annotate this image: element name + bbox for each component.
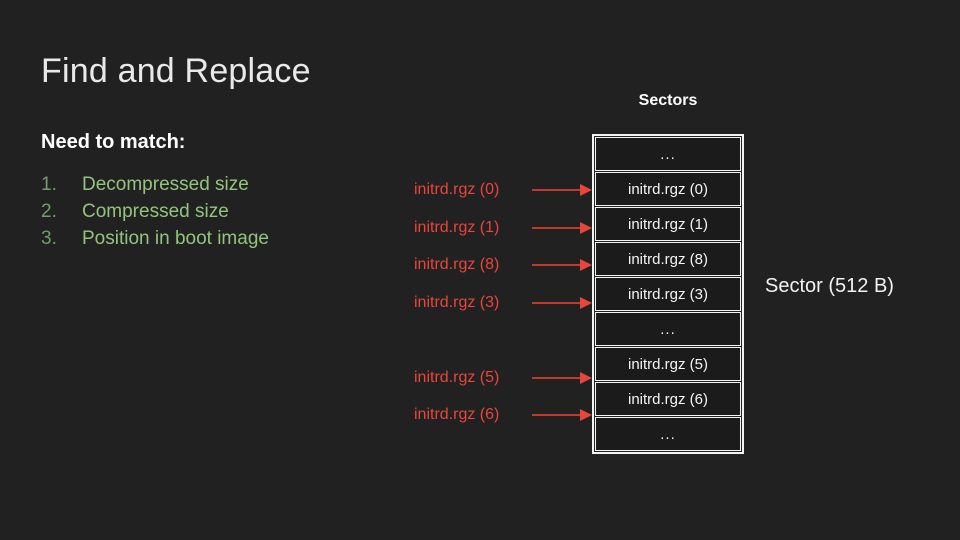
arrow-right-icon: [530, 409, 592, 421]
sector-row: initrd.rgz (5): [595, 347, 741, 381]
sector-row: initrd.rgz (6): [595, 382, 741, 416]
sector-row: initrd.rgz (0): [595, 172, 741, 206]
callout-label: initrd.rgz (8): [414, 256, 500, 273]
sector-row: ...: [595, 417, 741, 451]
callout-initrd-8: initrd.rgz (8): [414, 248, 592, 282]
list-item: 1. Decompressed size: [41, 174, 371, 201]
arrow-right-icon: [530, 259, 592, 271]
list-item-number: 1.: [41, 174, 57, 195]
callout-label: initrd.rgz (6): [414, 406, 500, 423]
sector-row: initrd.rgz (8): [595, 242, 741, 276]
list-item-number: 3.: [41, 228, 57, 249]
sector-table: ... initrd.rgz (0) initrd.rgz (1) initrd…: [592, 134, 744, 454]
list-item: 3. Position in boot image: [41, 228, 371, 255]
match-requirements-list: 1. Decompressed size 2. Compressed size …: [41, 174, 371, 255]
callout-initrd-3: initrd.rgz (3): [414, 286, 592, 320]
callout-label: initrd.rgz (1): [414, 219, 500, 236]
sector-size-note: Sector (512 B): [765, 275, 894, 297]
arrow-right-icon: [530, 372, 592, 384]
arrow-right-icon: [530, 297, 592, 309]
callout-initrd-5: initrd.rgz (5): [414, 361, 592, 395]
callout-label: initrd.rgz (0): [414, 181, 500, 198]
callout-initrd-1: initrd.rgz (1): [414, 211, 592, 245]
subheading: Need to match:: [41, 131, 186, 153]
arrow-right-icon: [530, 222, 592, 234]
callout-initrd-6: initrd.rgz (6): [414, 398, 592, 432]
list-item-number: 2.: [41, 201, 57, 222]
list-item: 2. Compressed size: [41, 201, 371, 228]
sector-row: initrd.rgz (3): [595, 277, 741, 311]
callout-label: initrd.rgz (5): [414, 369, 500, 386]
sector-row: ...: [595, 137, 741, 171]
list-item-label: Compressed size: [82, 201, 229, 222]
sector-row: ...: [595, 312, 741, 346]
callout-initrd-0: initrd.rgz (0): [414, 173, 592, 207]
callout-label: initrd.rgz (3): [414, 294, 500, 311]
sectors-column-title: Sectors: [638, 92, 698, 109]
sector-row: initrd.rgz (1): [595, 207, 741, 241]
list-item-label: Decompressed size: [82, 174, 249, 195]
page-title: Find and Replace: [41, 52, 311, 90]
arrow-right-icon: [530, 184, 592, 196]
list-item-label: Position in boot image: [82, 228, 269, 249]
